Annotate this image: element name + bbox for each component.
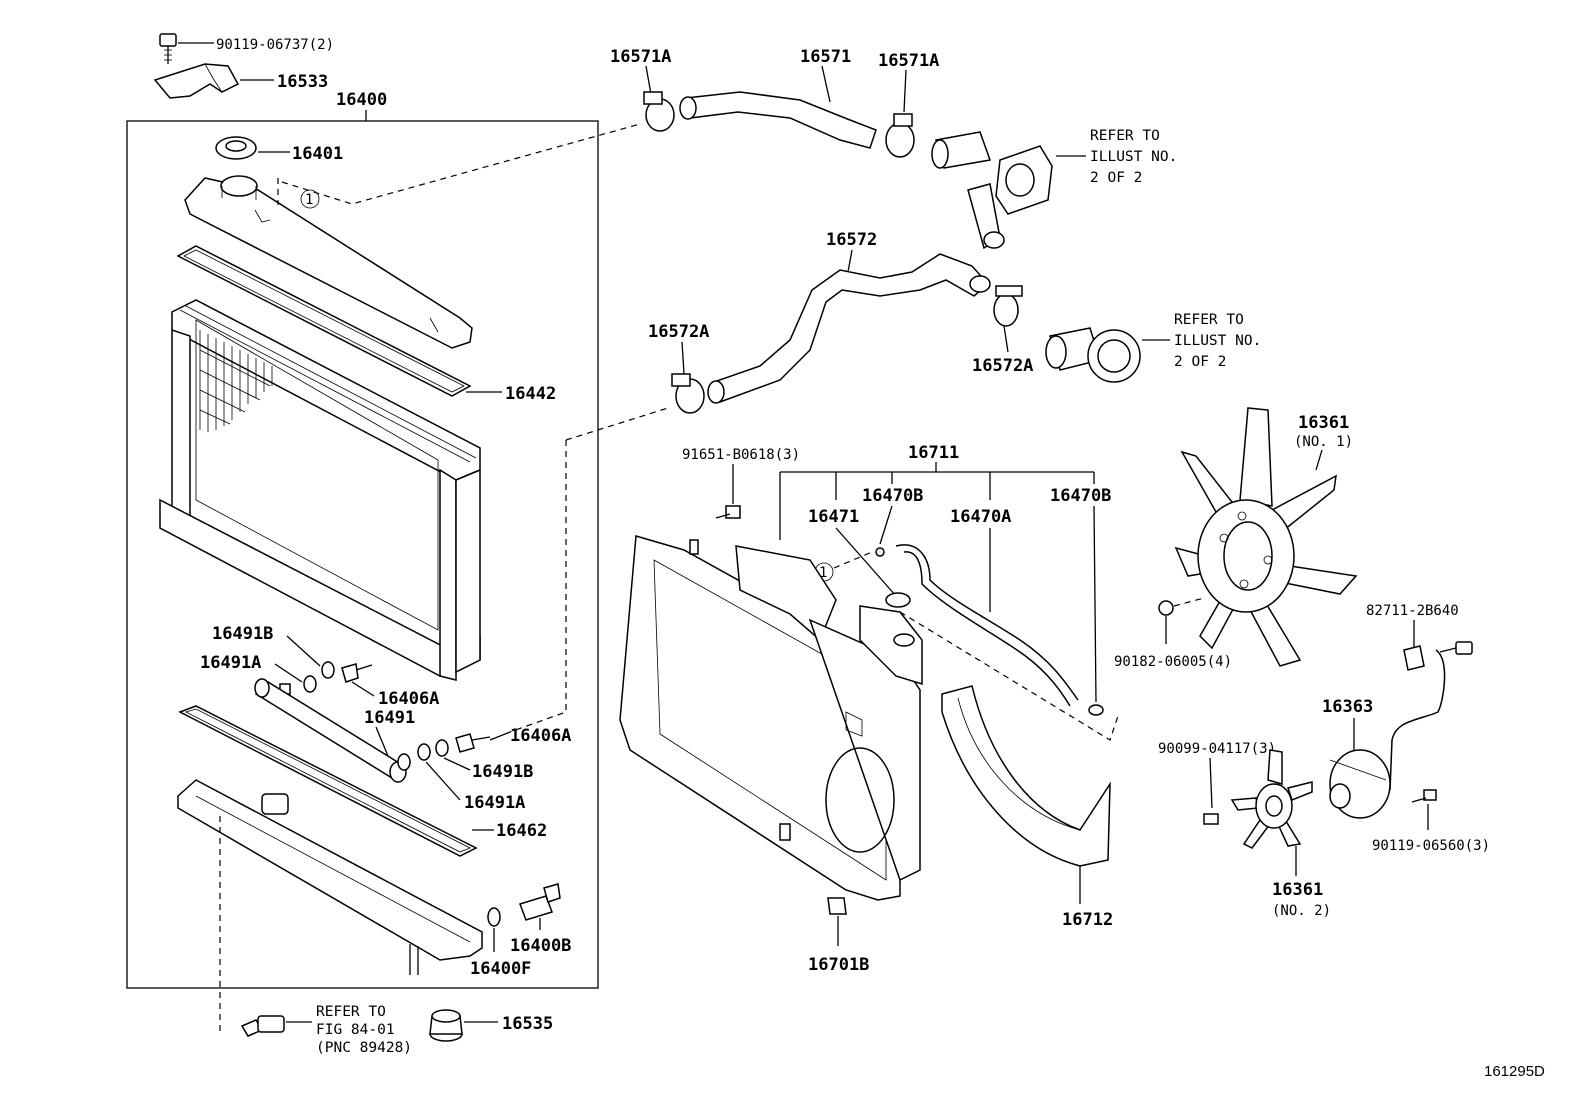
refer-illust-2-l2: ILLUST NO. xyxy=(1174,333,1261,349)
gasket-16462[interactable] xyxy=(178,705,478,857)
label-16462: 16462 xyxy=(496,821,547,841)
hose-clamp-16572A-right[interactable] xyxy=(993,285,1023,327)
lower-hose-16572[interactable] xyxy=(707,253,991,404)
bolt-90119-06737[interactable] xyxy=(159,33,177,64)
label-16571: 16571 xyxy=(800,47,851,67)
refer-fig-l2: FIG 84-01 xyxy=(316,1022,395,1038)
label-16406A-b: 16406A xyxy=(510,726,571,746)
label-16711: 16711 xyxy=(908,443,959,463)
washer-16491B-a[interactable] xyxy=(321,661,335,679)
wire-harness-82711[interactable] xyxy=(1389,641,1473,791)
drain-cock-16400B[interactable] xyxy=(519,883,561,921)
refer-illust-1-l3: 2 OF 2 xyxy=(1090,170,1142,186)
bracket-16533[interactable] xyxy=(153,63,240,99)
label-16571A-left: 16571A xyxy=(610,47,671,67)
washer-16491A-b[interactable] xyxy=(417,743,431,761)
ref-marker-1-shroud-text: 1 xyxy=(819,565,827,581)
oring-16400F[interactable] xyxy=(487,907,501,927)
hose-clamp-16572A-left[interactable] xyxy=(671,373,705,414)
fan-shroud-16711[interactable] xyxy=(619,535,923,901)
figure-id: 161295D xyxy=(1484,1063,1545,1080)
label-16363: 16363 xyxy=(1322,697,1373,717)
label-82711-2B640: 82711-2B640 xyxy=(1366,603,1459,619)
pipe-16491[interactable] xyxy=(254,678,407,783)
label-16406A-a: 16406A xyxy=(378,689,439,709)
label-16470B-a: 16470B xyxy=(862,486,923,506)
hose-clamp-16571A-right[interactable] xyxy=(885,113,915,158)
label-16361-no1-sub: (NO. 1) xyxy=(1294,434,1353,450)
label-16400F: 16400F xyxy=(470,959,531,979)
label-90119-06560: 90119-06560(3) xyxy=(1372,838,1490,854)
hose-clamp-16571A-left[interactable] xyxy=(643,91,675,132)
label-16361-no1: 16361 xyxy=(1298,413,1349,433)
clip-16470B-b[interactable] xyxy=(1088,704,1104,716)
label-90099-04117: 90099-04117(3) xyxy=(1158,741,1276,757)
label-16491A-a: 16491A xyxy=(200,653,261,673)
refer-illust-2-l1: REFER TO xyxy=(1174,312,1244,328)
label-16442: 16442 xyxy=(505,384,556,404)
ref-marker-1-top xyxy=(300,189,320,209)
bolt-91651-B0618[interactable] xyxy=(715,505,741,519)
clip-16470B-a[interactable] xyxy=(875,547,885,557)
fan-motor-16363[interactable] xyxy=(1329,749,1391,819)
bolt-16406A-b[interactable] xyxy=(455,733,491,753)
label-90119-06737: 90119-06737(2) xyxy=(216,37,334,53)
label-16361-no2-sub: (NO. 2) xyxy=(1272,903,1331,919)
radiator-core[interactable] xyxy=(159,299,481,681)
label-16701B: 16701B xyxy=(808,955,869,975)
label-16712: 16712 xyxy=(1062,910,1113,930)
label-16361-no2: 16361 xyxy=(1272,880,1323,900)
label-16400: 16400 xyxy=(336,90,387,110)
sensor-ref-fig84[interactable] xyxy=(240,1015,285,1037)
label-16571A-right: 16571A xyxy=(878,51,939,71)
bolt-90119-06560[interactable] xyxy=(1411,789,1437,803)
label-16471: 16471 xyxy=(808,507,859,527)
radiator-assembly-box-16400 xyxy=(126,120,599,989)
refer-illust-2-l3: 2 OF 2 xyxy=(1174,354,1226,370)
upper-tank[interactable] xyxy=(184,175,473,349)
washer-16491A-a[interactable] xyxy=(303,675,317,693)
water-inlet-lower[interactable] xyxy=(1045,327,1141,383)
cooling-fan-16361-no2[interactable] xyxy=(1230,749,1313,849)
label-16491B-b: 16491B xyxy=(472,762,533,782)
label-16401: 16401 xyxy=(292,144,343,164)
gasket-16442[interactable] xyxy=(176,245,472,397)
lower-shroud-16712[interactable] xyxy=(941,685,1111,867)
cooling-fan-16361-no1[interactable] xyxy=(1174,407,1358,667)
clamp-small[interactable] xyxy=(397,753,411,771)
label-16400B: 16400B xyxy=(510,936,571,956)
upper-hose-16571[interactable] xyxy=(679,91,877,149)
label-16491A-b: 16491A xyxy=(464,793,525,813)
refer-fig-l1: REFER TO xyxy=(316,1004,386,1020)
clip-16471[interactable] xyxy=(885,592,911,608)
bolt-16406A-a[interactable] xyxy=(341,663,373,683)
grommet-16535[interactable] xyxy=(429,1009,463,1042)
core-fins xyxy=(199,330,273,432)
water-outlet-upper[interactable] xyxy=(931,131,1053,250)
label-16491B-a: 16491B xyxy=(212,624,273,644)
label-16535: 16535 xyxy=(502,1014,553,1034)
label-91651-B0618: 91651-B0618(3) xyxy=(682,447,800,463)
label-16533: 16533 xyxy=(277,72,328,92)
label-16572A-left: 16572A xyxy=(648,322,709,342)
clip-16701B[interactable] xyxy=(827,897,847,915)
lower-tank[interactable] xyxy=(177,779,483,975)
label-16470A: 16470A xyxy=(950,507,1011,527)
label-90182-06005: 90182-06005(4) xyxy=(1114,654,1232,670)
overflow-hose-16470A[interactable] xyxy=(895,544,1079,707)
nut-90182-06005[interactable] xyxy=(1158,600,1174,616)
label-16572: 16572 xyxy=(826,230,877,250)
label-16470B-b: 16470B xyxy=(1050,486,1111,506)
ref-marker-1-top-text: 1 xyxy=(305,192,313,208)
refer-illust-1-l2: ILLUST NO. xyxy=(1090,149,1177,165)
label-16572A-right: 16572A xyxy=(972,356,1033,376)
refer-illust-1-l1: REFER TO xyxy=(1090,128,1160,144)
washer-16491B-b[interactable] xyxy=(435,739,449,757)
bolt-90099-04117[interactable] xyxy=(1203,813,1219,825)
label-16491: 16491 xyxy=(364,708,415,728)
refer-fig-l3: (PNC 89428) xyxy=(316,1040,412,1056)
radiator-cap-16401[interactable] xyxy=(215,136,257,160)
